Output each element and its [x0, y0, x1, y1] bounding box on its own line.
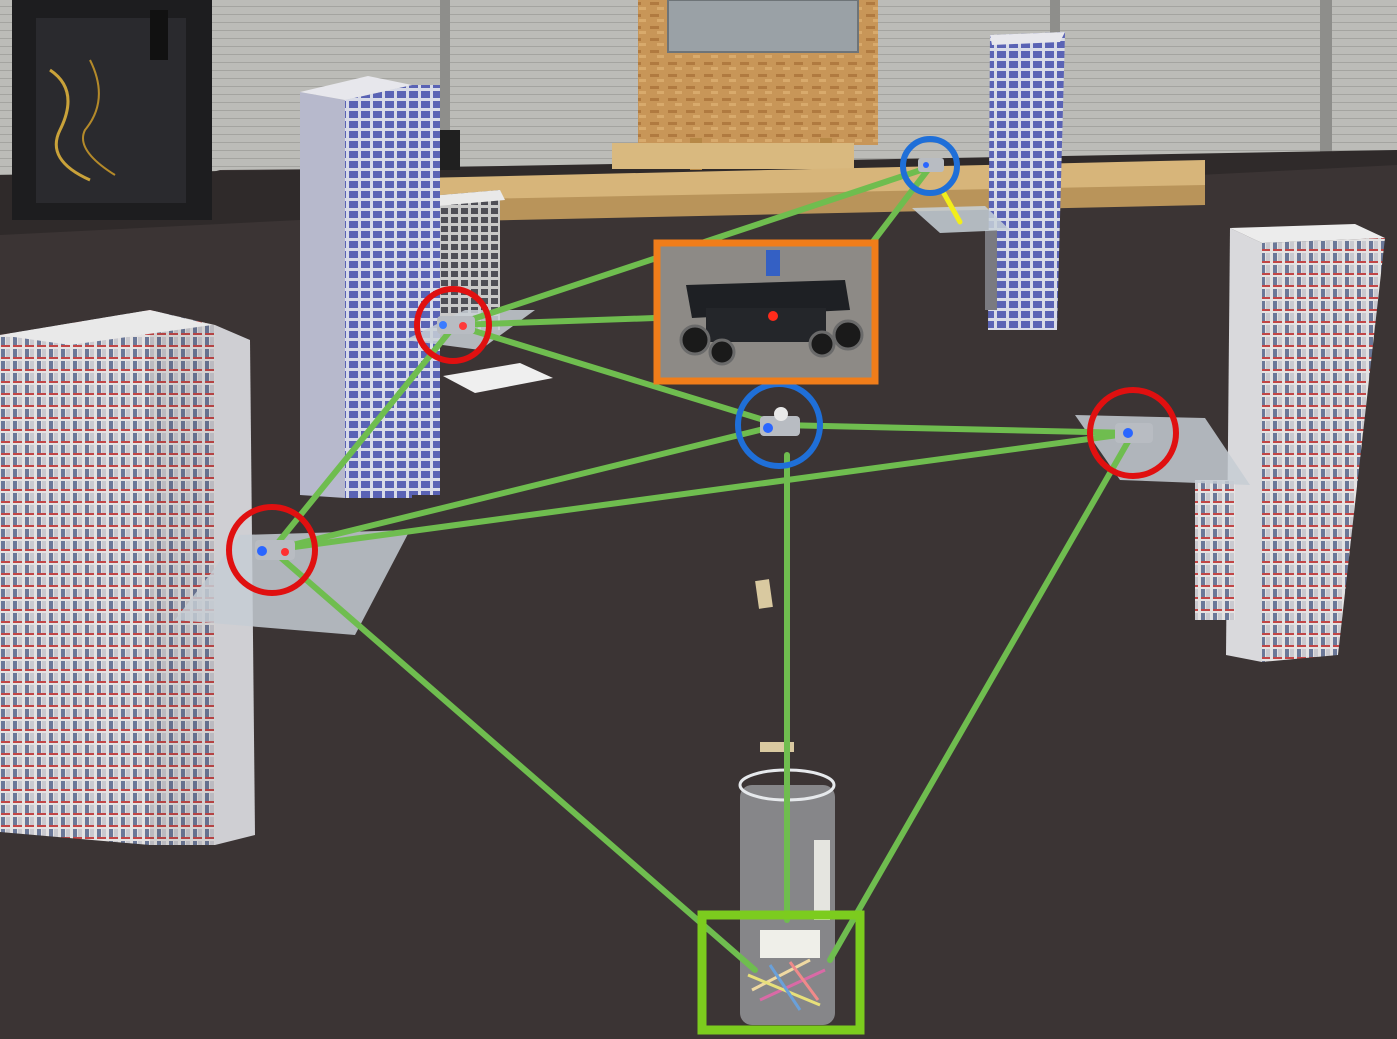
anchor-node-rings [226, 286, 1179, 596]
anchor-ring-left-front [226, 504, 318, 596]
target-box [697, 910, 865, 1035]
anchor-ring-right [1087, 387, 1179, 479]
platform-front-left [175, 530, 410, 635]
server-rack [12, 0, 212, 220]
tower-rear-right [985, 32, 1065, 330]
quadcopter-icon [760, 407, 800, 436]
tether-line [939, 187, 963, 225]
mobile-ring-rear [900, 136, 960, 196]
quadcopter-icon [437, 316, 475, 334]
ground-robot-box [653, 239, 879, 385]
ground-robot [660, 246, 872, 380]
paper-sheet [443, 363, 553, 393]
tower-tall-blue [300, 76, 440, 498]
quadcopter-icon [1115, 423, 1153, 443]
tower-front-right [1195, 224, 1385, 662]
tower-front-left [0, 310, 255, 845]
plywood-board [638, 0, 878, 170]
quadcopter-icon [255, 540, 295, 560]
anchor-ring-left-rear [414, 286, 492, 364]
tower-small-gray [430, 190, 505, 335]
quadcopter-icon [918, 158, 944, 172]
